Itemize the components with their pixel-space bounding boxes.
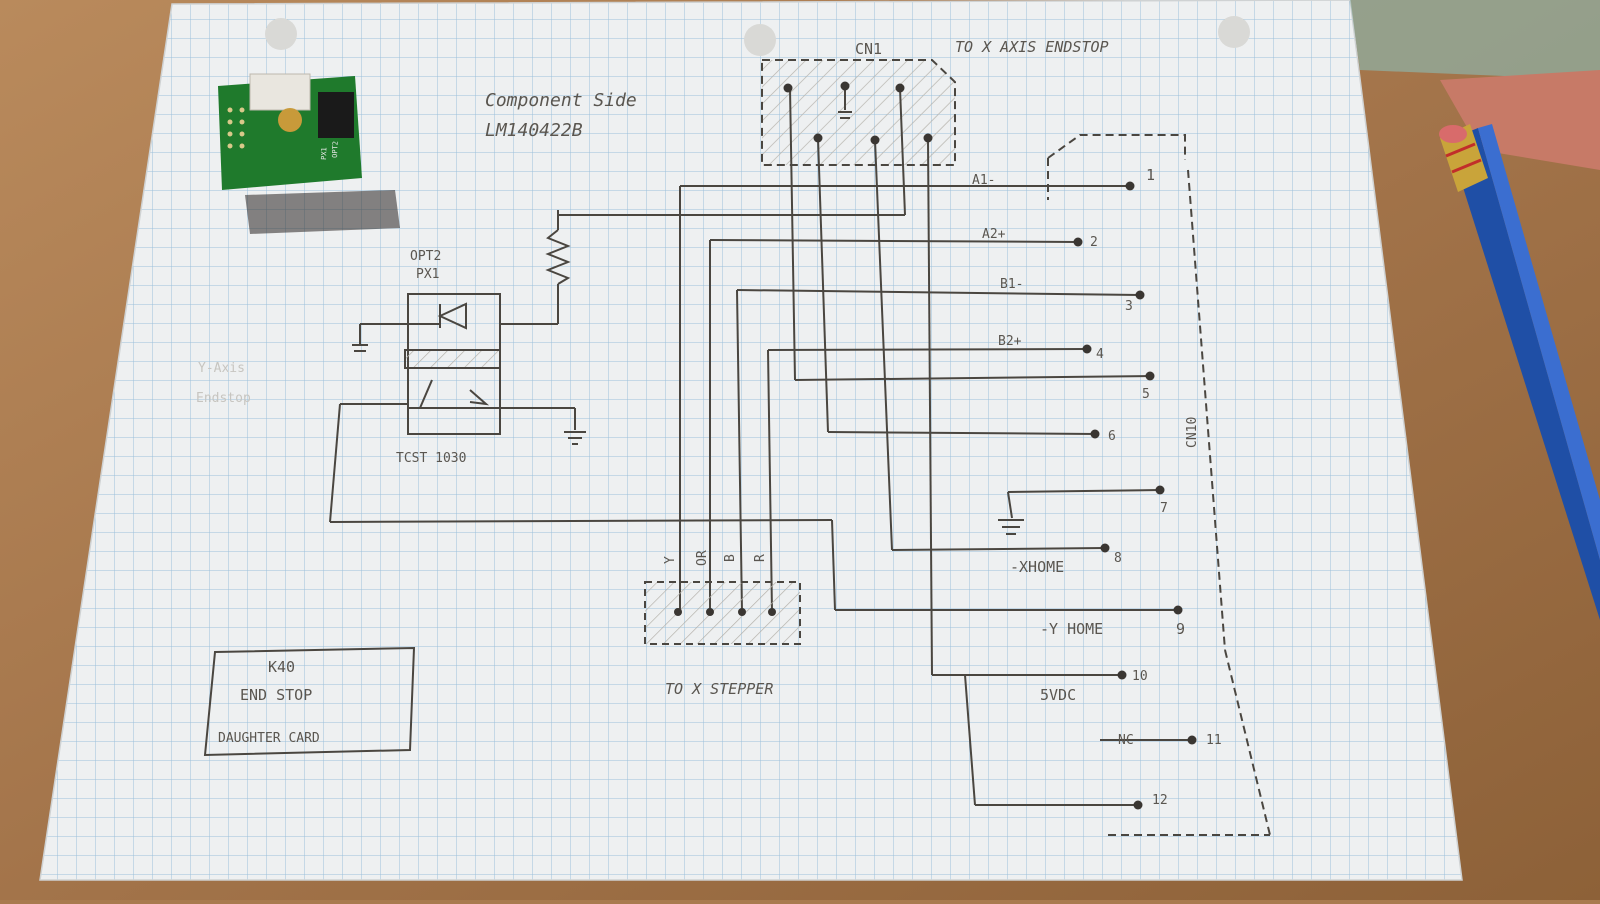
cn10-label: CN10 [1185,417,1200,448]
to-x-stepper-label: TO X STEPPER [665,680,773,698]
pin-number: 6 [1108,429,1116,444]
sensor-part-label: TCST 1030 [396,451,466,466]
signal-y-home: -Y HOME [1040,620,1103,638]
pin-number: 10 [1132,669,1148,684]
card-title-endstop: END STOP [240,686,312,704]
pencil-object [1439,124,1600,620]
pin-number: 7 [1160,501,1168,516]
connector-dots [674,81,1197,810]
component-side-label: Component Side [485,90,637,111]
pcb-silk-px1: PX1 [320,147,328,160]
sensor-px-label: PX1 [416,267,439,282]
signal-5vdc: 5VDC [1040,686,1076,704]
sensor-name-label: OPT2 [410,249,441,264]
stepper-pin-r: R [753,554,768,562]
stepper-pin-y: Y [663,556,678,564]
binder-hole [744,24,776,56]
signal-x-home: -XHOME [1010,558,1064,576]
pin-number: 4 [1096,347,1104,362]
pcb-board [218,73,400,234]
card-title-k40: K40 [268,658,295,676]
pin-number: 8 [1114,551,1122,566]
signal-a1-minus: A1- [972,173,995,188]
signal-nc: NC [1118,733,1134,748]
binder-hole [1218,16,1250,48]
pin-number: 12 [1152,793,1168,808]
signal-a2-plus: A2+ [982,227,1006,242]
faint-endstop-label: Endstop [196,391,251,406]
card-title-daughter: DAUGHTER CARD [218,731,320,746]
pin-number: 9 [1176,620,1185,638]
part-number-label: LM140422B [485,120,583,141]
pin-number: 11 [1206,733,1222,748]
binder-hole [265,18,297,50]
pin-number: 2 [1090,235,1098,250]
pin-number: 1 [1146,166,1155,184]
stepper-pin-or: OR [695,550,710,566]
stepper-pin-b: B [723,554,738,562]
faint-yaxis-label: Y-Axis [198,361,245,376]
cn1-label: CN1 [855,40,882,58]
signal-b1-minus: B1- [1000,277,1023,292]
schematic-wires [203,59,1271,836]
plastic-sheet [1350,0,1600,80]
pcb-silk-opt2: OPT2 [331,141,340,158]
signal-b2-plus: B2+ [998,334,1022,349]
x-axis-endstop-label: TO X AXIS ENDSTOP [955,38,1109,56]
pin-number: 5 [1142,387,1150,402]
pin-number: 3 [1125,299,1133,314]
